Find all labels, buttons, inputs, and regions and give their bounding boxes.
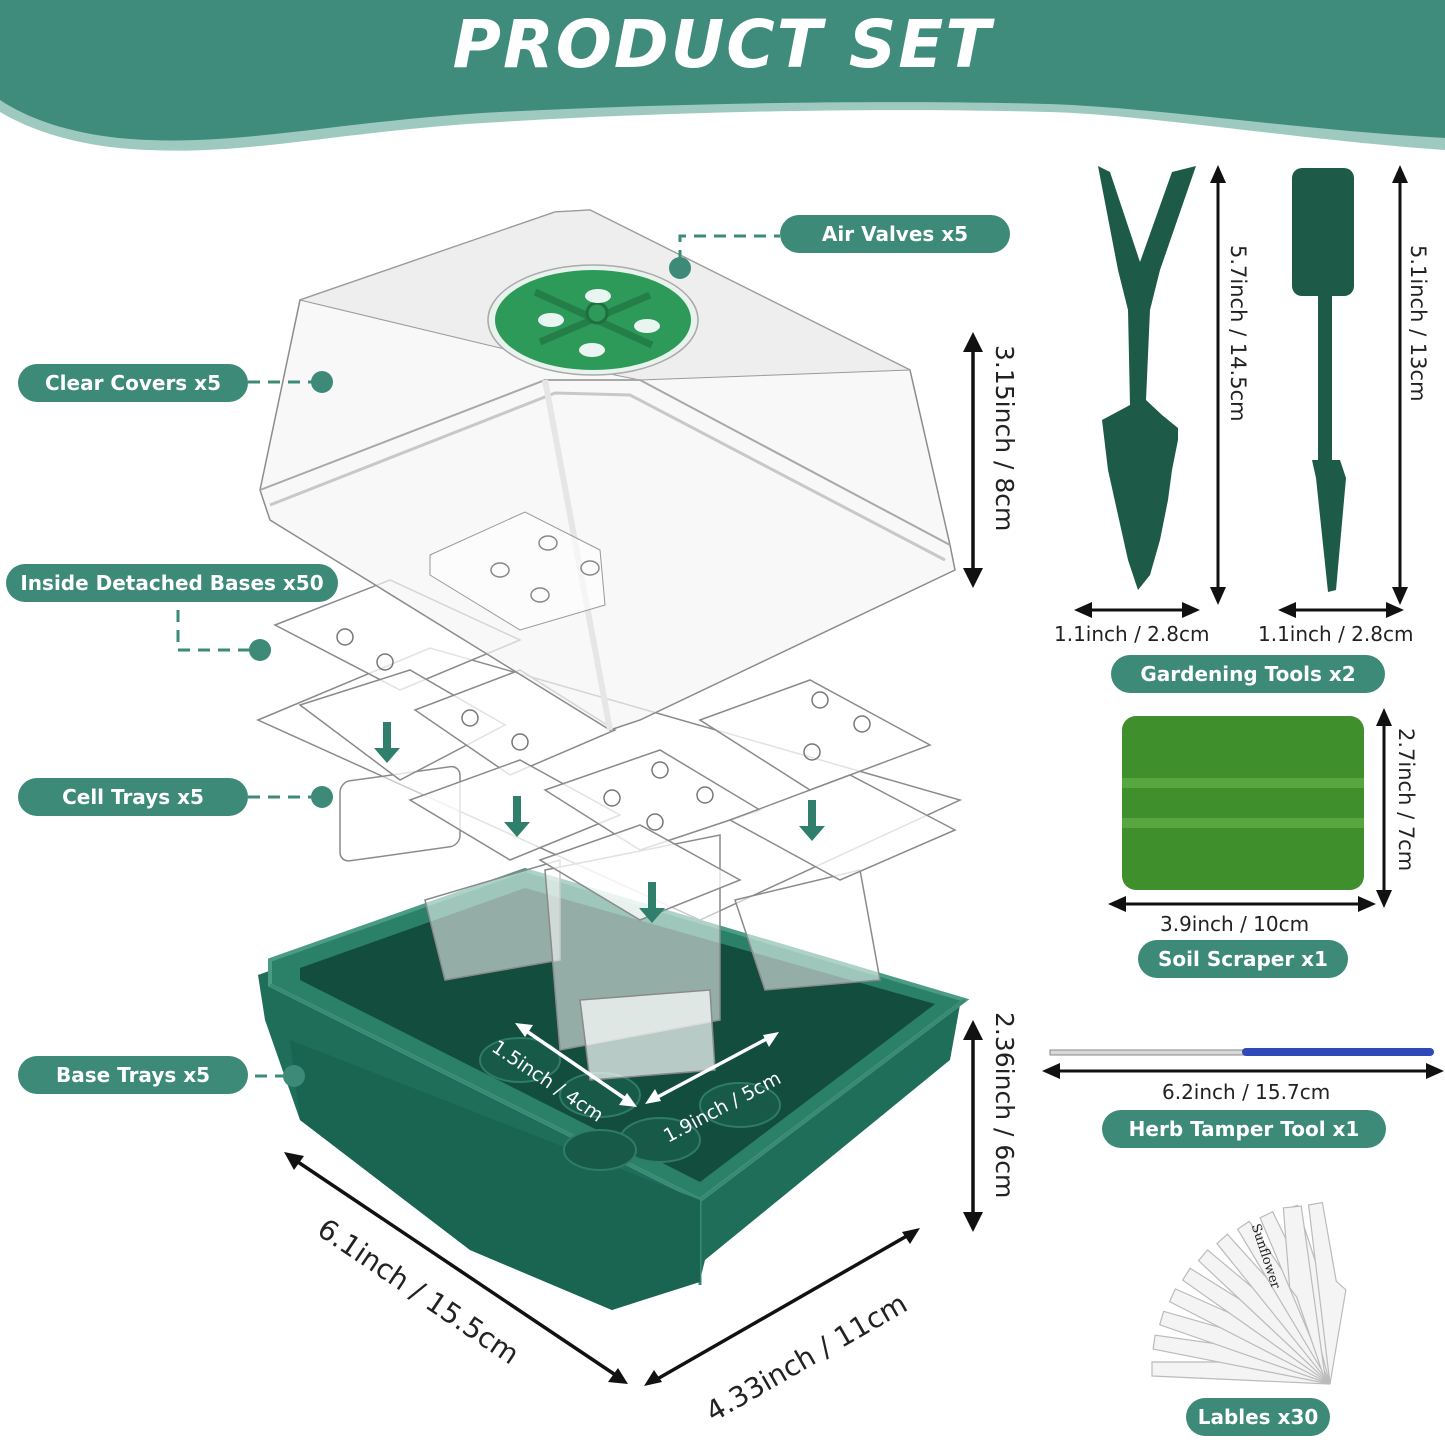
- air-valve-icon: [487, 264, 699, 376]
- labels-count-label: Lables x30: [1186, 1398, 1330, 1436]
- down-arrow-icons: [374, 722, 825, 923]
- clear-covers-label: Clear Covers x5: [18, 364, 248, 402]
- tool1-height-dimension: 5.7inch / 14.5cm: [1226, 245, 1250, 422]
- herb-tamper-tool-label: Herb Tamper Tool x1: [1102, 1110, 1386, 1148]
- tool1-width-dimension: 1.1inch / 2.8cm: [1054, 622, 1210, 646]
- clear-cover-icon: [259, 209, 956, 731]
- tamper-length-dimension: 6.2inch / 15.7cm: [1162, 1080, 1331, 1104]
- page-title: PRODUCT SET: [452, 6, 993, 83]
- soil-scraper-label: Soil Scraper x1: [1138, 940, 1348, 978]
- header-banner: [0, 0, 1445, 151]
- tray-height-dimension: 2.36inch / 6cm: [990, 1012, 1019, 1199]
- tool2-height-dimension: 5.1inch / 13cm: [1406, 245, 1430, 402]
- gardening-tools-label: Gardening Tools x2: [1111, 655, 1385, 693]
- tool2-width-dimension: 1.1inch / 2.8cm: [1258, 622, 1414, 646]
- transplant-tool-icon: [1098, 166, 1196, 590]
- cover-height-dimension: 3.15inch / 8cm: [990, 345, 1019, 532]
- dimension-arrows: [291, 342, 975, 1384]
- base-trays-label: Base Trays x5: [18, 1056, 248, 1094]
- scraper-height-dimension: 2.7inch / 7cm: [1394, 728, 1418, 872]
- dibber-scoop-tool-icon: [1292, 168, 1354, 592]
- cell-trays-label: Cell Trays x5: [18, 778, 248, 816]
- inside-detached-bases-label: Inside Detached Bases x50: [6, 564, 338, 602]
- scraper-width-dimension: 3.9inch / 10cm: [1160, 912, 1310, 936]
- herb-tamper-tool-icon: [1049, 1048, 1434, 1056]
- plant-labels-icon: [1151, 1201, 1347, 1385]
- soil-scraper-icon: [1122, 716, 1364, 890]
- air-valves-label: Air Valves x5: [780, 215, 1010, 253]
